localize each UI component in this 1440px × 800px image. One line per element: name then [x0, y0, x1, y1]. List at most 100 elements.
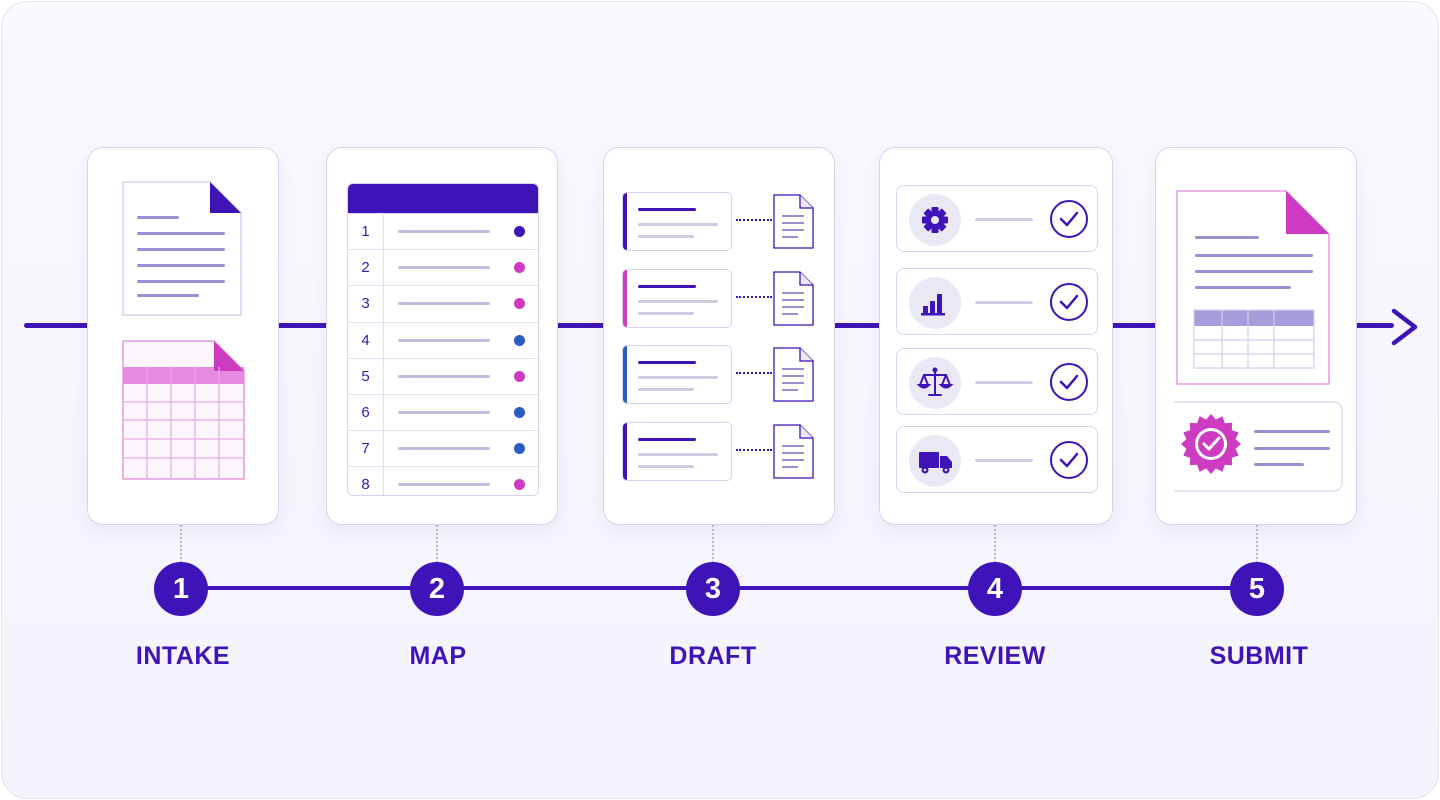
spreadsheet-icon — [122, 340, 245, 480]
draft-section — [622, 192, 732, 251]
draft-document-icon — [773, 424, 814, 479]
mapping-row-number: 2 — [348, 250, 384, 286]
step-2-badge: 2 — [410, 562, 464, 616]
intake-documents — [122, 181, 245, 480]
mapping-row-field — [398, 338, 490, 342]
status-dot — [514, 443, 525, 455]
final-document-icon — [1176, 190, 1330, 385]
draft-accent-bar — [623, 270, 627, 327]
mapping-row-field — [398, 410, 490, 414]
review-check-item — [896, 268, 1098, 335]
draft-link — [736, 296, 772, 298]
step-5-badge: 5 — [1230, 562, 1284, 616]
status-dot — [514, 370, 525, 382]
mapping-row: 7 — [348, 430, 538, 467]
draft-link — [736, 372, 772, 374]
draft-heading-line — [638, 438, 696, 441]
draft-heading-line — [638, 285, 696, 288]
truck-icon — [909, 435, 961, 487]
draft-link — [736, 449, 772, 451]
draft-heading-line — [638, 361, 696, 364]
review-item-line — [975, 218, 1033, 221]
check-icon — [1050, 200, 1088, 238]
step-1-badge: 1 — [154, 562, 208, 616]
step-connector — [994, 525, 996, 567]
step-4-label: REVIEW — [944, 642, 1046, 670]
draft-text-line — [638, 223, 718, 226]
scales-icon — [909, 357, 961, 409]
review-item-line — [975, 381, 1033, 384]
mapping-row-field — [398, 302, 490, 306]
review-item-line — [975, 459, 1033, 462]
approval-box — [1174, 401, 1343, 492]
draft-section — [622, 422, 732, 481]
status-dot — [514, 406, 525, 418]
mapping-row-field — [398, 483, 490, 487]
check-icon — [1050, 441, 1088, 479]
mapping-row: 2 — [348, 249, 538, 286]
mapping-row-number: 8 — [348, 467, 384, 495]
mapping-table-header — [348, 184, 538, 213]
draft-section — [622, 345, 732, 404]
flow-arrow-icon — [1391, 308, 1418, 346]
mapping-row-number: 3 — [348, 286, 384, 322]
mapping-row: 3 — [348, 285, 538, 322]
step-2-label: MAP — [409, 642, 467, 670]
review-check-item — [896, 426, 1098, 493]
step-connector — [436, 525, 438, 567]
step-3-label: DRAFT — [669, 642, 757, 670]
draft-text-line — [638, 312, 694, 315]
check-icon — [1050, 363, 1088, 401]
mapping-row: 6 — [348, 393, 538, 431]
mapping-row: 4 — [348, 321, 538, 358]
draft-text-line — [638, 453, 718, 456]
approval-badge-icon — [1181, 414, 1241, 474]
status-dot — [514, 226, 525, 237]
draft-text-line — [638, 388, 694, 391]
check-icon — [1050, 283, 1088, 321]
mapping-row-number: 4 — [348, 322, 384, 358]
mapping-row-number: 7 — [348, 431, 384, 467]
status-dot — [514, 298, 525, 310]
mapping-row: 8 — [348, 466, 538, 495]
step-4-badge: 4 — [968, 562, 1022, 616]
draft-text-line — [638, 465, 694, 468]
status-dot — [514, 262, 525, 274]
review-check-item — [896, 185, 1098, 252]
bar-chart-icon — [909, 277, 961, 329]
mapping-row-number: 6 — [348, 394, 384, 431]
review-item-line — [975, 301, 1033, 304]
status-dot — [514, 334, 525, 346]
step-3-badge: 3 — [686, 562, 740, 616]
mapping-row-field — [398, 374, 490, 378]
draft-section — [622, 269, 732, 328]
draft-text-line — [638, 235, 694, 238]
draft-document-icon — [773, 194, 814, 249]
draft-text-line — [638, 300, 718, 303]
gear-icon — [909, 194, 961, 246]
submit-artifacts — [1174, 190, 1343, 492]
draft-link — [736, 219, 772, 221]
document-icon — [122, 181, 242, 316]
step-1-label: INTAKE — [135, 642, 231, 670]
draft-heading-line — [638, 208, 696, 211]
mapping-row-number: 5 — [348, 358, 384, 394]
step-5-label: SUBMIT — [1209, 642, 1309, 670]
review-check-item — [896, 348, 1098, 415]
draft-accent-bar — [623, 423, 627, 480]
status-dot — [514, 479, 525, 491]
draft-accent-bar — [623, 346, 627, 403]
mapping-row-field — [398, 447, 490, 451]
draft-document-icon — [773, 271, 814, 326]
draft-accent-bar — [623, 193, 627, 250]
mapping-row-field — [398, 230, 490, 233]
draft-text-line — [638, 376, 718, 379]
step-connector — [180, 525, 182, 567]
step-connector — [712, 525, 714, 567]
mapping-row-field — [398, 266, 490, 270]
step-connector — [1256, 525, 1258, 567]
mapping-row-number: 1 — [348, 214, 384, 250]
draft-document-icon — [773, 347, 814, 402]
